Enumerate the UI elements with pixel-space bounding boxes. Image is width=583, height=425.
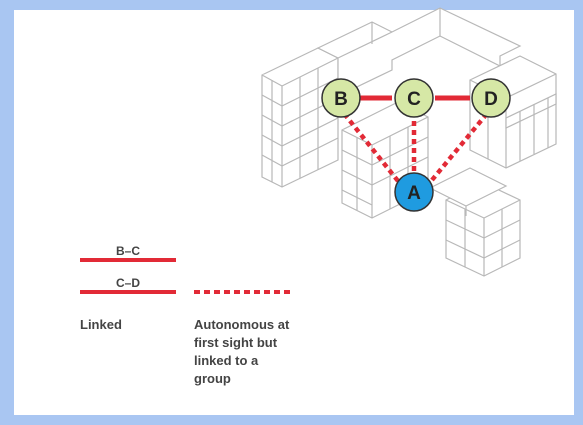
legend-linked-label: Linked (80, 317, 122, 332)
link-a-d (430, 114, 487, 182)
legend-autonomous-line-2: first sight but (194, 335, 278, 350)
legend-c-d-label: C–D (116, 276, 140, 290)
node-d: D (471, 78, 511, 118)
node-b: B (321, 78, 361, 118)
node-a: A (394, 172, 434, 212)
left-building-block (261, 47, 339, 188)
legend-lines (80, 258, 290, 294)
node-c: C (394, 78, 434, 118)
node-d-label: D (484, 89, 498, 110)
legend-autonomous-line-3: linked to a (194, 353, 259, 368)
building-drawing (261, 7, 557, 277)
connector-block (428, 167, 508, 216)
node-b-label: B (334, 89, 348, 110)
legend-autonomous-line-4: group (194, 371, 231, 386)
legend-b-c-label: B–C (116, 244, 140, 258)
link-a-b (344, 114, 400, 183)
legend-autonomous-label: Autonomous at first sight but linked to … (194, 316, 364, 388)
node-c-label: C (407, 89, 421, 110)
node-a-label: A (407, 183, 421, 204)
legend-autonomous-line-1: Autonomous at (194, 317, 290, 332)
dotted-links (344, 114, 487, 183)
